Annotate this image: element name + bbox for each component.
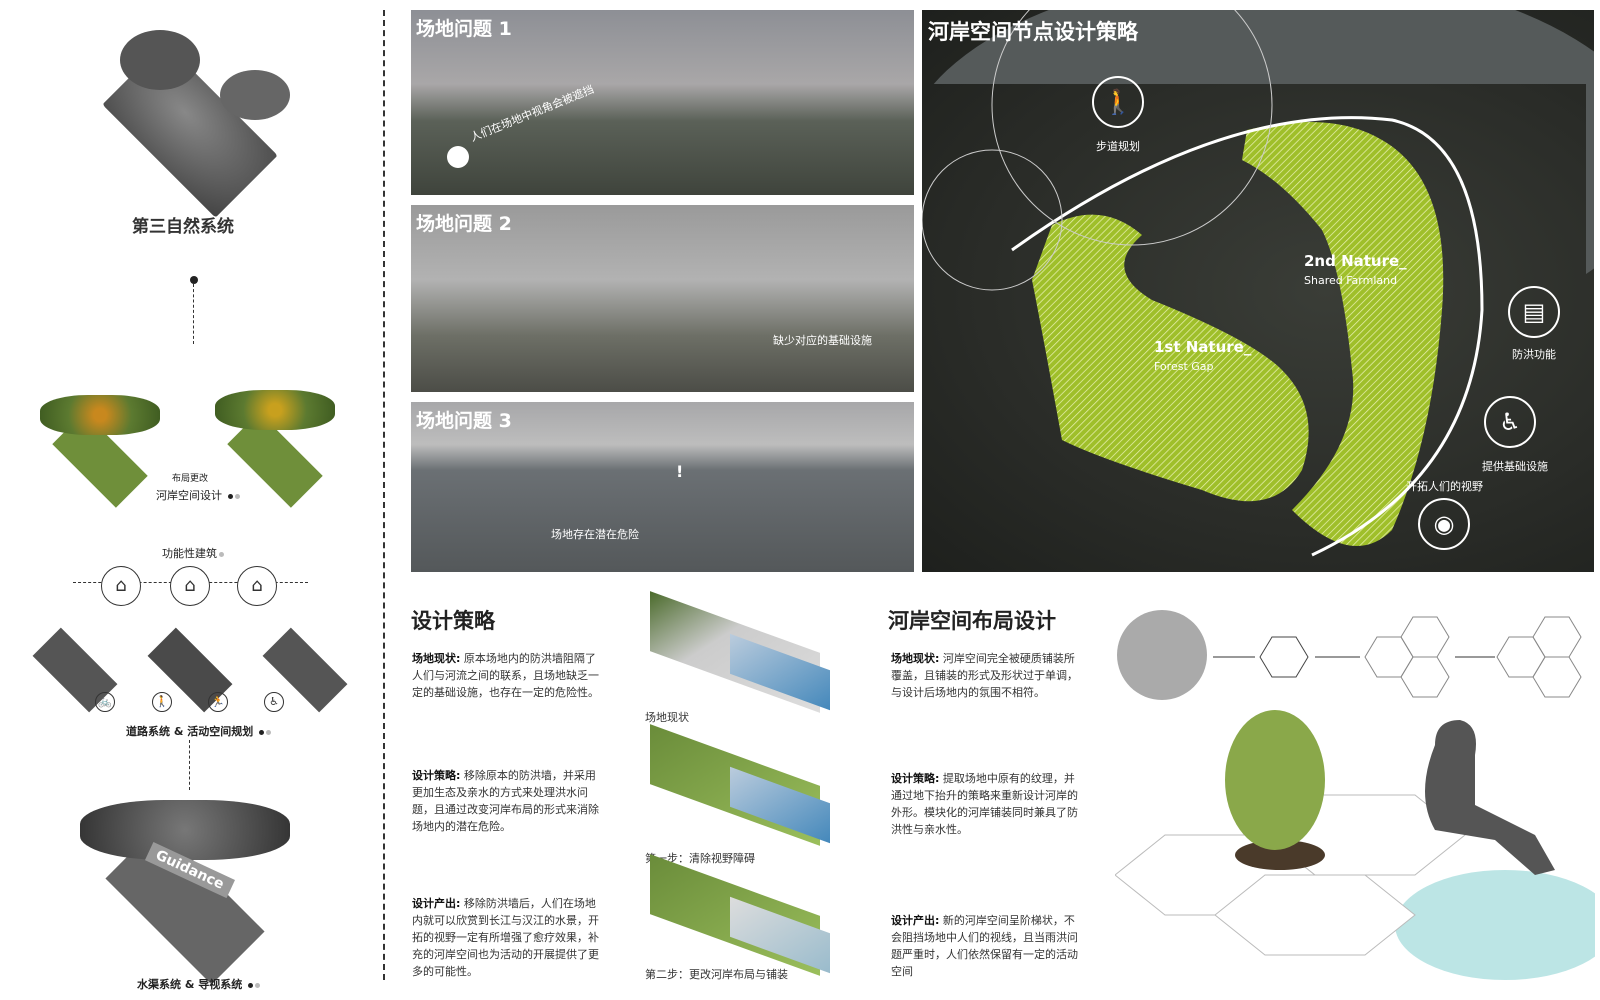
first-nature-label: 1st Nature_ xyxy=(1154,338,1252,356)
strategy-para-1: 场地现状: 原本场地内的防洪墙阻隔了人们与河流之间的联系，且场地缺乏一定的基础设… xyxy=(412,650,602,701)
second-nature-sub: Shared Farmland xyxy=(1304,274,1398,287)
para-label: 场地现状: xyxy=(891,652,940,665)
house-icon: ⌂ xyxy=(237,566,277,606)
para-label: 设计策略: xyxy=(891,772,940,785)
first-nature-zone xyxy=(1032,214,1309,502)
layout-title: 河岸空间布局设计 xyxy=(888,609,1056,633)
road-system-label: 道路系统 & 活动空间规划 xyxy=(126,723,272,739)
walkway-label: 步道规划 xyxy=(1096,140,1140,153)
flood-control-label: 防洪功能 xyxy=(1512,348,1556,361)
photo-caption: 场地存在潜在危险 xyxy=(551,528,639,541)
functional-building-text: 功能性建筑 xyxy=(162,547,217,560)
map-overlay xyxy=(922,10,1484,557)
seated-person-silhouette xyxy=(1425,720,1555,875)
para-label: 设计产出: xyxy=(412,897,461,910)
step-diagram-2 xyxy=(640,854,830,976)
bicycle-icon: 🚲 xyxy=(95,692,115,712)
infrastructure-label: 提供基础设施 xyxy=(1482,460,1548,473)
road-system-text: 道路系统 & 活动空间规划 xyxy=(126,725,254,738)
third-nature-title: 第三自然系统 xyxy=(132,217,234,237)
functional-building-label: 功能性建筑 xyxy=(162,545,224,561)
hex-evolution-diagram xyxy=(1115,610,1595,980)
paving-texture xyxy=(1117,610,1207,700)
step-diagram-existing xyxy=(640,591,830,713)
riverbank-map: 河岸空间节点设计策略 1st Nature_ Forest Gap 2nd Na… xyxy=(922,10,1594,572)
second-nature-zone xyxy=(1242,122,1444,546)
para-text: 提取场地中原有的纹理，并通过地下抬升的策略来重新设计河岸的外形。模块化的河岸铺装… xyxy=(891,772,1078,836)
water-system-text: 水渠系统 & 导视系统 xyxy=(137,978,243,991)
iso-green-left xyxy=(40,395,160,508)
para-text: 移除原本的防洪墙，并采用更加生态及亲水的方式来处理洪水问题，且通过改变河岸布局的… xyxy=(412,769,599,833)
walking-icon: 🚶 xyxy=(152,692,172,712)
infrastructure-icon: ♿ xyxy=(1484,396,1536,448)
layout-para-2: 设计策略: 提取场地中原有的纹理，并通过地下抬升的策略来重新设计河岸的外形。模块… xyxy=(891,770,1081,838)
warning-mark: ! xyxy=(676,462,684,481)
house-icon: ⌂ xyxy=(101,566,141,606)
view-label: 开拓人们的视野 xyxy=(1406,480,1483,493)
step-caption: 场地现状 xyxy=(645,711,689,724)
water-system-label: 水渠系统 & 导视系统 xyxy=(137,976,261,992)
step-caption: 第二步：更改河岸布局与铺装 xyxy=(645,968,788,981)
step-diagram-1 xyxy=(640,724,830,846)
strategy-para-2: 设计策略: 移除原本的防洪墙，并采用更加生态及亲水的方式来处理洪水问题，且通过改… xyxy=(412,767,602,835)
site-photo-1: 场地问题 1 人们在场地中视角会被遮挡 xyxy=(411,10,914,195)
first-nature-sub: Forest Gap xyxy=(1154,360,1214,373)
connector xyxy=(193,284,194,344)
para-label: 场地现状: xyxy=(412,652,461,665)
layout-para-3: 设计产出: 新的河岸空间呈阶梯状，不会阻挡场地中人们的视线，且当雨洪问题严重时，… xyxy=(891,912,1081,980)
hexagon xyxy=(1400,656,1450,698)
site-photo-3: 场地问题 3 场地存在潜在危险 ! xyxy=(411,402,914,572)
start-dot xyxy=(190,276,198,284)
hexagon xyxy=(1532,616,1582,658)
connector xyxy=(189,740,190,790)
para-label: 设计产出: xyxy=(891,914,940,927)
running-icon: 🏃 xyxy=(208,692,228,712)
para-text: 新的河岸空间呈阶梯状，不会阻挡场地中人们的视线，且当雨洪问题严重时，人们依然保留… xyxy=(891,914,1078,978)
photo-title: 场地问题 3 xyxy=(416,410,512,432)
para-text: 原本场地内的防洪墙阻隔了人们与河流之间的联系，且场地缺乏一定的基础设施，也存在一… xyxy=(412,652,599,699)
para-label: 设计策略: xyxy=(412,769,461,782)
photo-caption: 人们在场地中视角会被遮挡 xyxy=(468,82,596,145)
layout-para-1: 场地现状: 河岸空间完全被硬质铺装所覆盖，且铺装的形式及形状过于单调，与设计后场… xyxy=(891,650,1081,701)
hexagon xyxy=(1400,616,1450,658)
strategy-title: 设计策略 xyxy=(411,609,495,633)
para-text: 河岸空间完全被硬质铺装所覆盖，且铺装的形式及形状过于单调，与设计后场地内的氛围不… xyxy=(891,652,1078,699)
hexagon xyxy=(1364,636,1414,678)
strategy-para-3: 设计产出: 移除防洪墙后，人们在场地内就可以欣赏到长江与汉江的水景，开拓的视野一… xyxy=(412,895,602,980)
view-icon: ◉ xyxy=(1418,498,1470,550)
hexagon xyxy=(1532,656,1582,698)
second-nature-label: 2nd Nature_ xyxy=(1304,252,1407,270)
column-divider xyxy=(383,10,385,980)
wheelchair-icon: ♿ xyxy=(264,692,284,712)
house-icon: ⌂ xyxy=(170,566,210,606)
photo-title: 场地问题 2 xyxy=(416,213,512,235)
water-splash xyxy=(1395,870,1595,980)
map-title: 河岸空间节点设计策略 xyxy=(928,20,1138,44)
photo-caption: 缺少对应的基础设施 xyxy=(773,334,872,347)
walkway-icon: 🚶 xyxy=(1092,76,1144,128)
iso-green-right xyxy=(215,390,335,508)
site-photo-2: 场地问题 2 缺少对应的基础设施 xyxy=(411,205,914,392)
riverbank-design-text: 河岸空间设计 xyxy=(156,489,222,502)
planter xyxy=(1235,840,1325,870)
photo-title: 场地问题 1 xyxy=(416,18,512,40)
tree xyxy=(1225,710,1325,850)
hexagon xyxy=(1259,636,1309,678)
flood-control-icon: ▤ xyxy=(1508,286,1560,338)
hexagon xyxy=(1496,636,1546,678)
layout-change-label: 布局更改 xyxy=(172,474,209,484)
iso-third-nature xyxy=(70,30,310,218)
iso-water-guidance: Guidance xyxy=(70,800,300,985)
para-text: 移除防洪墙后，人们在场地内就可以欣赏到长江与汉江的水景，开拓的视野一定有所增强了… xyxy=(412,897,599,978)
riverbank-design-label: 河岸空间设计 xyxy=(156,487,240,503)
